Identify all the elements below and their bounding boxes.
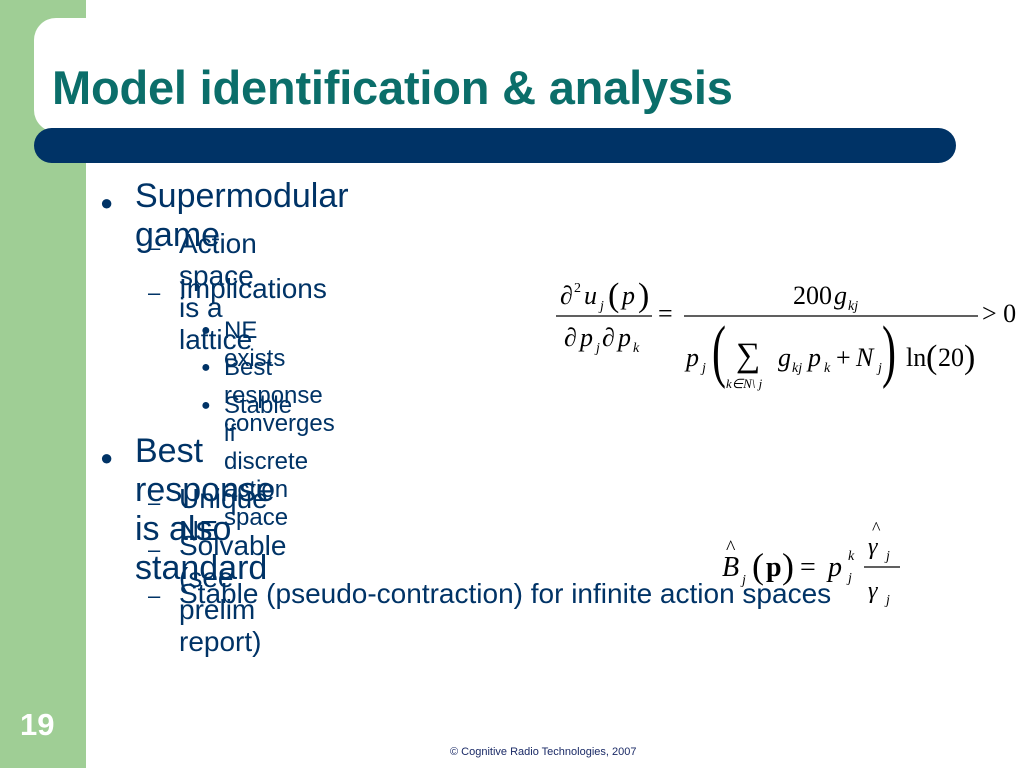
bullet-dot: ● bbox=[100, 445, 114, 470]
dash-marker: – bbox=[148, 235, 161, 260]
svg-text:+: + bbox=[836, 343, 851, 372]
svg-text:^: ^ bbox=[726, 537, 736, 559]
sub-sub-bullet-converges: Best response converges bbox=[224, 354, 335, 437]
svg-text:B: B bbox=[722, 552, 739, 583]
best-response-equation: B ^ j ( p ) = p k j γ ^ j γ j bbox=[722, 518, 900, 608]
bullet-dot: ● bbox=[201, 322, 211, 339]
svg-text:(: ( bbox=[608, 277, 619, 314]
svg-text:j: j bbox=[846, 571, 852, 586]
svg-text:p: p bbox=[616, 323, 631, 352]
dash-marker: – bbox=[148, 280, 161, 305]
title-divider bbox=[34, 128, 956, 163]
svg-text:j: j bbox=[876, 361, 882, 376]
svg-text:∂: ∂ bbox=[560, 281, 573, 310]
svg-text:200: 200 bbox=[793, 281, 832, 310]
svg-text:kj: kj bbox=[792, 361, 802, 376]
svg-text:∑: ∑ bbox=[736, 337, 760, 374]
svg-text:^: ^ bbox=[872, 518, 881, 538]
bullet-dot: ● bbox=[100, 190, 114, 215]
svg-text:(: ( bbox=[926, 339, 937, 376]
svg-text:=: = bbox=[800, 552, 816, 583]
svg-text:=: = bbox=[658, 299, 673, 328]
svg-text:k: k bbox=[848, 549, 855, 564]
sub-sub-bullet-stable-discrete: Stable if discrete action space bbox=[224, 392, 309, 531]
svg-text:j: j bbox=[594, 341, 600, 356]
svg-text:k∈N\ j: k∈N\ j bbox=[726, 376, 763, 391]
svg-text:p: p bbox=[806, 343, 821, 372]
bullet-best-response-standard: Best response is also standard bbox=[135, 432, 275, 587]
svg-text:): ) bbox=[882, 313, 896, 389]
svg-text:20: 20 bbox=[938, 343, 964, 372]
svg-text:γ: γ bbox=[868, 534, 878, 560]
svg-text:p: p bbox=[766, 552, 782, 583]
svg-text:j: j bbox=[700, 361, 706, 376]
slide-title: Model identification & analysis bbox=[52, 61, 733, 114]
svg-text:p: p bbox=[620, 281, 635, 310]
svg-text:ln: ln bbox=[906, 343, 926, 372]
svg-text:p: p bbox=[684, 343, 699, 372]
svg-text:j: j bbox=[884, 549, 890, 564]
svg-text:p: p bbox=[826, 552, 842, 583]
svg-text:N: N bbox=[855, 343, 875, 372]
title-background bbox=[34, 18, 954, 132]
bullet-dot: ● bbox=[201, 397, 211, 414]
svg-text:k: k bbox=[824, 361, 831, 376]
dash-marker: – bbox=[148, 490, 161, 515]
svg-text:): ) bbox=[964, 339, 975, 376]
svg-text:(: ( bbox=[752, 546, 764, 586]
svg-text:j: j bbox=[598, 299, 604, 314]
dash-marker: – bbox=[148, 583, 161, 608]
svg-text:): ) bbox=[782, 546, 794, 586]
slide-number: 19 bbox=[20, 707, 55, 742]
sub-sub-bullet-ne-exists: NE exists bbox=[224, 317, 286, 372]
svg-text:kj: kj bbox=[848, 299, 858, 314]
svg-text:): ) bbox=[638, 277, 649, 314]
svg-text:γ: γ bbox=[868, 578, 878, 604]
svg-text:g: g bbox=[778, 343, 791, 372]
sub-bullet-lattice: Action space is a lattice bbox=[179, 228, 257, 355]
sub-bullet-unique-ne: Unique NE bbox=[179, 483, 268, 546]
bullet-supermodular: Supermodular game bbox=[135, 177, 349, 254]
svg-text:> 0: > 0 bbox=[982, 299, 1016, 328]
dash-marker: – bbox=[148, 537, 161, 562]
svg-text:k: k bbox=[633, 341, 640, 356]
bullet-dot: ● bbox=[201, 359, 211, 376]
supermodularity-equation: ∂ 2 u j ( p ) ∂ p j ∂ p k = 200 g kj p j… bbox=[556, 277, 1016, 391]
svg-text:p: p bbox=[578, 323, 593, 352]
svg-text:j: j bbox=[884, 593, 890, 608]
sub-bullet-solvable: Solvable (see prelim report) bbox=[179, 530, 287, 657]
svg-text:g: g bbox=[834, 281, 847, 310]
svg-text:j: j bbox=[740, 573, 746, 588]
svg-text:∂: ∂ bbox=[564, 323, 577, 352]
svg-text:u: u bbox=[584, 281, 597, 310]
svg-text:(: ( bbox=[712, 313, 726, 389]
svg-text:2: 2 bbox=[574, 281, 581, 296]
copyright-footer: © Cognitive Radio Technologies, 2007 bbox=[450, 746, 637, 758]
sub-bullet-implications: Implications bbox=[179, 273, 327, 304]
svg-text:∂: ∂ bbox=[602, 323, 615, 352]
sub-bullet-stable-pseudo: Stable (pseudo-contraction) for infinite… bbox=[179, 578, 832, 609]
